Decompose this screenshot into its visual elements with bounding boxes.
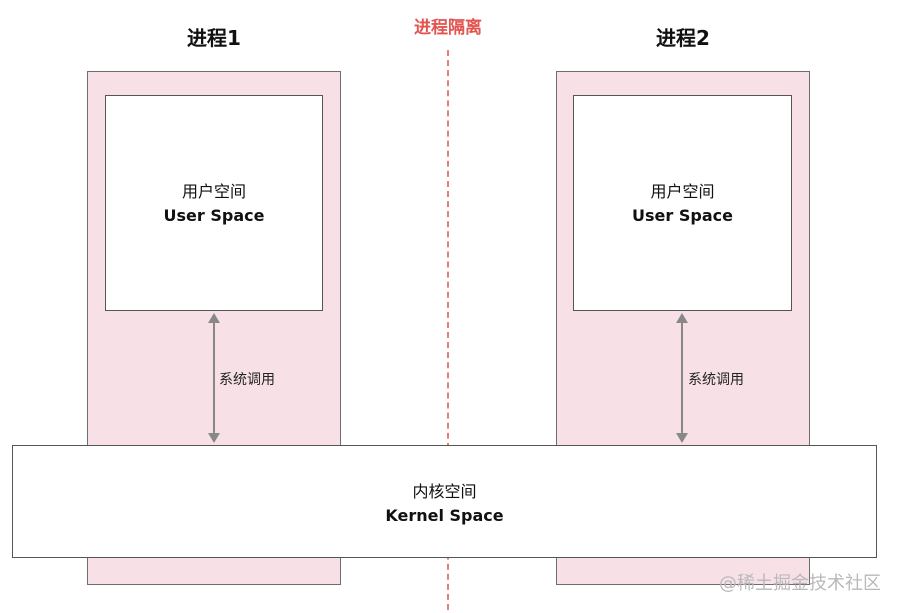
watermark: @稀土掘金技术社区 [719, 573, 881, 594]
kernel-space-label-en: Kernel Space [385, 506, 504, 525]
process-1-syscall-label: 系统调用 [219, 372, 275, 388]
kernel-space-label-zh: 内核空间 [412, 482, 477, 501]
process-2-syscall-label: 系统调用 [688, 372, 744, 388]
isolation-label: 进程隔离 [414, 18, 482, 38]
user-space-label-en: User Space [632, 206, 733, 225]
process-2-syscall-arrow [676, 313, 688, 443]
process-1-syscall-arrow [208, 313, 220, 443]
process-2-user-space: 用户空间 User Space [573, 95, 792, 311]
process-1-title: 进程1 [187, 26, 241, 50]
process-2-title: 进程2 [656, 26, 710, 50]
user-space-label-en: User Space [163, 206, 265, 225]
user-space-label-zh: 用户空间 [650, 182, 715, 201]
process-1-user-space: 用户空间 User Space [105, 95, 323, 311]
user-space-label-zh: 用户空间 [181, 182, 246, 201]
isolation-divider [447, 50, 449, 610]
kernel-space-box: 内核空间 Kernel Space [12, 445, 877, 558]
